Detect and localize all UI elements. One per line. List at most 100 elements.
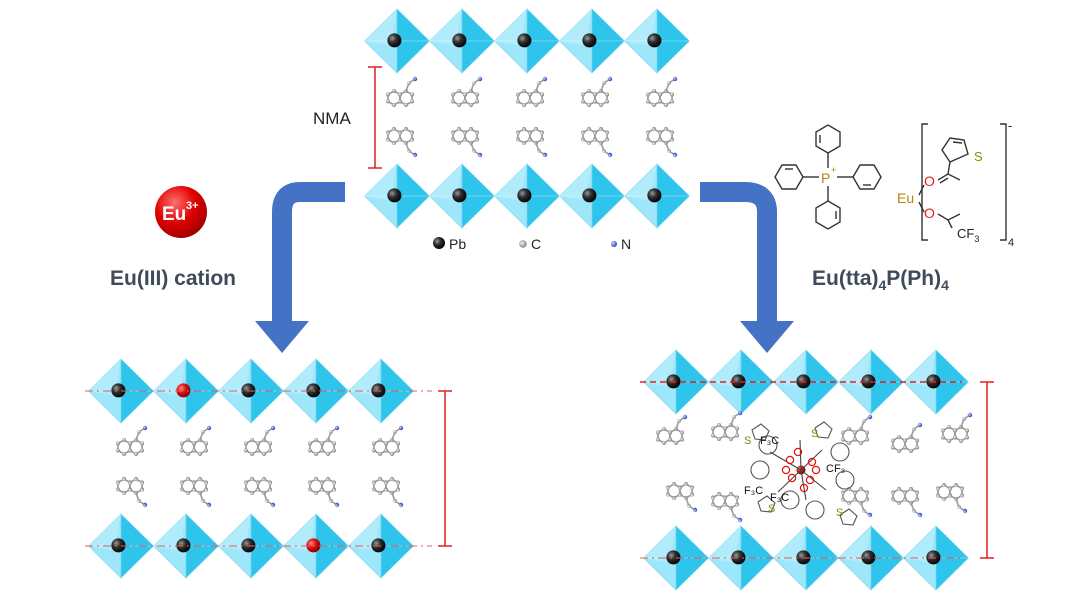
n-atom [737,410,743,416]
thiophene-ring [751,423,770,441]
left-title: Eu(III) cation [110,267,236,290]
nma-molecule [645,76,678,108]
o-atom [793,447,803,457]
nma-molecule [515,126,548,158]
nma-molecule [385,76,418,108]
pb-atom [647,188,662,203]
n-atom [542,76,548,82]
pb-atom [731,550,746,565]
nma-molecule [515,76,548,108]
complex-p-plus: + [831,165,836,175]
nma-molecule [645,126,678,158]
n-atom [962,508,968,514]
n-atom [867,512,873,518]
complex-o1-label: O [924,173,935,189]
complex-structure [774,123,1007,241]
pb-atom [666,550,681,565]
eu-ion-label: Eu [162,204,186,225]
pb-atom [517,33,532,48]
nma-molecule [840,414,873,446]
n-atom [917,512,923,518]
pb-atom [926,550,941,565]
s-atom-label: S [744,435,751,447]
pb-atom [111,383,126,398]
nma-molecule [179,425,212,457]
complex-charge: - [1008,118,1012,133]
n-atom [737,517,743,523]
complex-subscript: 4 [1008,237,1014,249]
o-atom [799,483,809,493]
octahedron [429,8,495,74]
octahedron [494,163,560,229]
eu-atom [306,538,321,553]
pb-atom [176,538,191,553]
octahedron [364,163,430,229]
legend-c-label: C [531,236,541,252]
eu-atom [176,383,191,398]
s-atom-label: S [811,428,818,440]
nma-molecule [307,476,340,508]
n-atom [672,76,678,82]
pb-atom [452,33,467,48]
complex-cf3-label: CF3 [957,226,979,244]
octahedron [364,8,430,74]
o-atom [807,457,817,467]
nma-molecule [710,491,743,523]
octahedron [624,163,690,229]
nma-molecule [450,126,483,158]
nma-molecule [940,412,973,444]
right-spacing-bracket [980,381,994,559]
n-atom [607,152,613,158]
o-atom [787,473,797,483]
n-atom [672,152,678,158]
o-atom [781,465,791,475]
nma-molecule [935,482,968,514]
n-atom [142,502,148,508]
n-atom [398,502,404,508]
octahedron [494,8,560,74]
pb-atom [371,538,386,553]
n-atom [206,502,212,508]
n-atom [607,76,613,82]
pb-atom [582,33,597,48]
cf3-group-label: F₃C [770,492,789,504]
n-atom [477,76,483,82]
pb-atom [387,33,402,48]
pb-atom [582,188,597,203]
nma-molecule [890,486,923,518]
right-title-sub1: 4 [879,277,887,293]
n-atom [542,152,548,158]
right-layer-lines [640,381,962,559]
legend: Pb C N [433,236,631,252]
cf3-group-label: CF₃ [826,463,845,475]
left-arrow [255,182,345,353]
pb-atom [452,188,467,203]
legend-pb-swatch [433,237,445,249]
pb-atom [861,550,876,565]
legend-n-swatch [611,241,617,247]
n-atom [917,422,923,428]
nma-molecule [890,422,923,454]
nma-molecule [307,425,340,457]
n-atom [206,425,212,431]
thiophene-ring [814,421,833,439]
left-layer-lines [85,390,432,547]
n-atom [270,502,276,508]
n-atom [692,507,698,513]
pb-atom [731,374,746,389]
n-atom [682,414,688,420]
pb-atom [371,383,386,398]
n-atom [967,412,973,418]
eu-ion-charge: 3+ [186,200,199,212]
eu3-ion-ball: Eu 3+ [155,186,207,238]
o-atom [785,455,795,465]
pb-atom [111,538,126,553]
n-atom [398,425,404,431]
nma-molecule [655,414,688,446]
nma-molecule [450,76,483,108]
octahedron [559,163,625,229]
octahedron [559,8,625,74]
right-title-main: Eu(tta) [812,267,879,290]
